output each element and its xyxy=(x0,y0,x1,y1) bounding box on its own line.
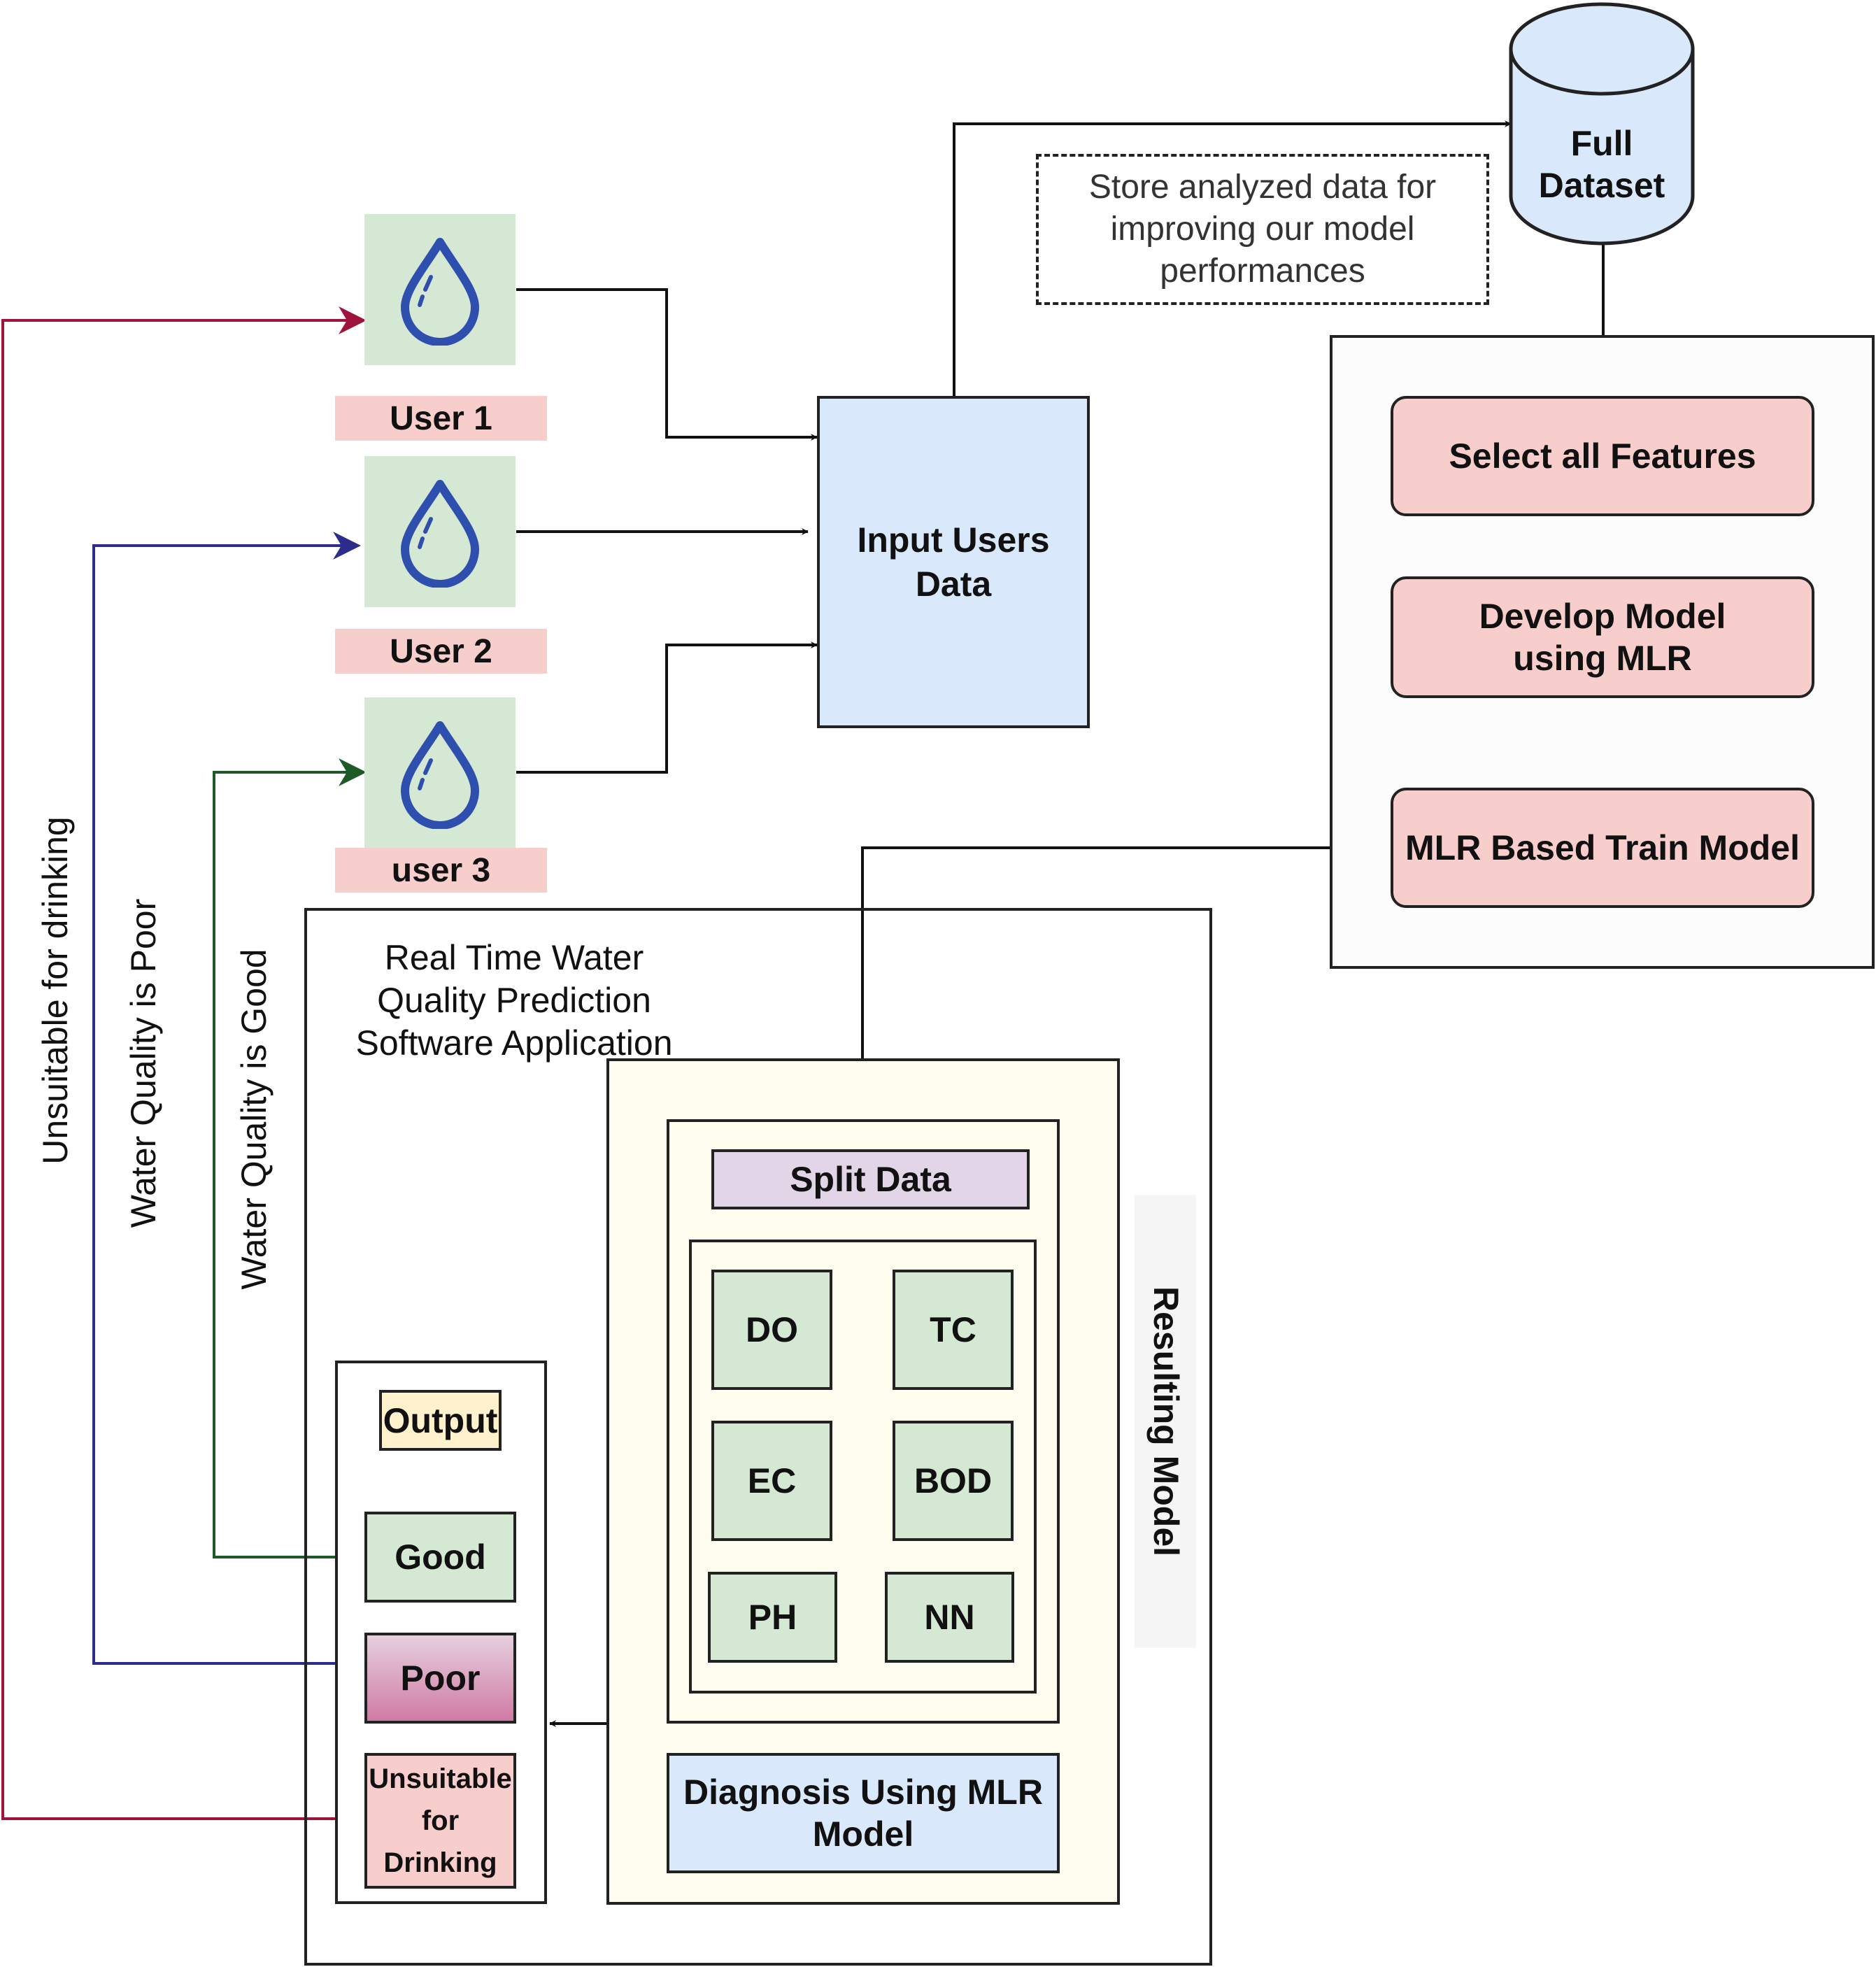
develop-model-box: Develop Model using MLR xyxy=(1391,576,1814,698)
water-drop-icon xyxy=(401,721,479,829)
feedback-good-label: Water Quality is Good xyxy=(234,949,273,1290)
water-drop-icon xyxy=(401,238,479,346)
arrow-user1-to-input xyxy=(516,288,818,441)
train-model-box: MLR Based Train Model xyxy=(1391,788,1814,908)
feature-tc: TC xyxy=(893,1270,1014,1390)
user2-label: User 2 xyxy=(335,629,547,674)
output-unsuitable: Unsuitable for Drinking xyxy=(364,1753,516,1889)
user1-label: User 1 xyxy=(335,396,547,441)
user3-label: user 3 xyxy=(335,848,547,893)
output-good: Good xyxy=(364,1512,516,1603)
user2-icon-tile xyxy=(364,456,516,607)
full-dataset-label: Full Dataset xyxy=(1538,124,1665,205)
app-container xyxy=(304,908,1212,1966)
feature-nn: NN xyxy=(885,1572,1014,1663)
split-data-box: Split Data xyxy=(711,1149,1030,1209)
input-users-data-box: Input Users Data xyxy=(817,396,1090,728)
resulting-model-label: Resulting Model xyxy=(1146,1286,1186,1557)
diagnosis-box: Diagnosis Using MLR Model xyxy=(667,1753,1060,1873)
select-features-box: Select all Features xyxy=(1391,396,1814,516)
water-drop-icon xyxy=(401,480,479,588)
app-title: Real Time Water Quality Prediction Softw… xyxy=(355,937,673,1063)
feature-ph: PH xyxy=(708,1572,837,1663)
output-poor: Poor xyxy=(364,1633,516,1724)
feature-ec: EC xyxy=(711,1421,832,1541)
feedback-poor-line xyxy=(92,532,364,1665)
feature-do: DO xyxy=(711,1270,832,1390)
feature-bod: BOD xyxy=(893,1421,1014,1541)
user3-icon-tile xyxy=(364,697,516,848)
store-note: Store analyzed data for improving our mo… xyxy=(1036,154,1489,305)
arrow-input-to-dataset xyxy=(953,120,1512,396)
arrow-user3-to-input xyxy=(516,641,818,774)
feedback-unsuitable-line xyxy=(1,306,367,1820)
full-dataset-cylinder xyxy=(1509,2,1695,246)
output-title: Output xyxy=(379,1390,502,1451)
feedback-poor-label: Water Quality is Poor xyxy=(124,898,163,1228)
user1-icon-tile xyxy=(364,214,516,365)
feedback-unsuitable-label: Unsuitable for drinking xyxy=(36,816,75,1165)
resulting-model-label-strip xyxy=(1135,1195,1196,1648)
arrow-train-to-split xyxy=(859,846,1391,1119)
feedback-good-line xyxy=(213,758,367,1558)
